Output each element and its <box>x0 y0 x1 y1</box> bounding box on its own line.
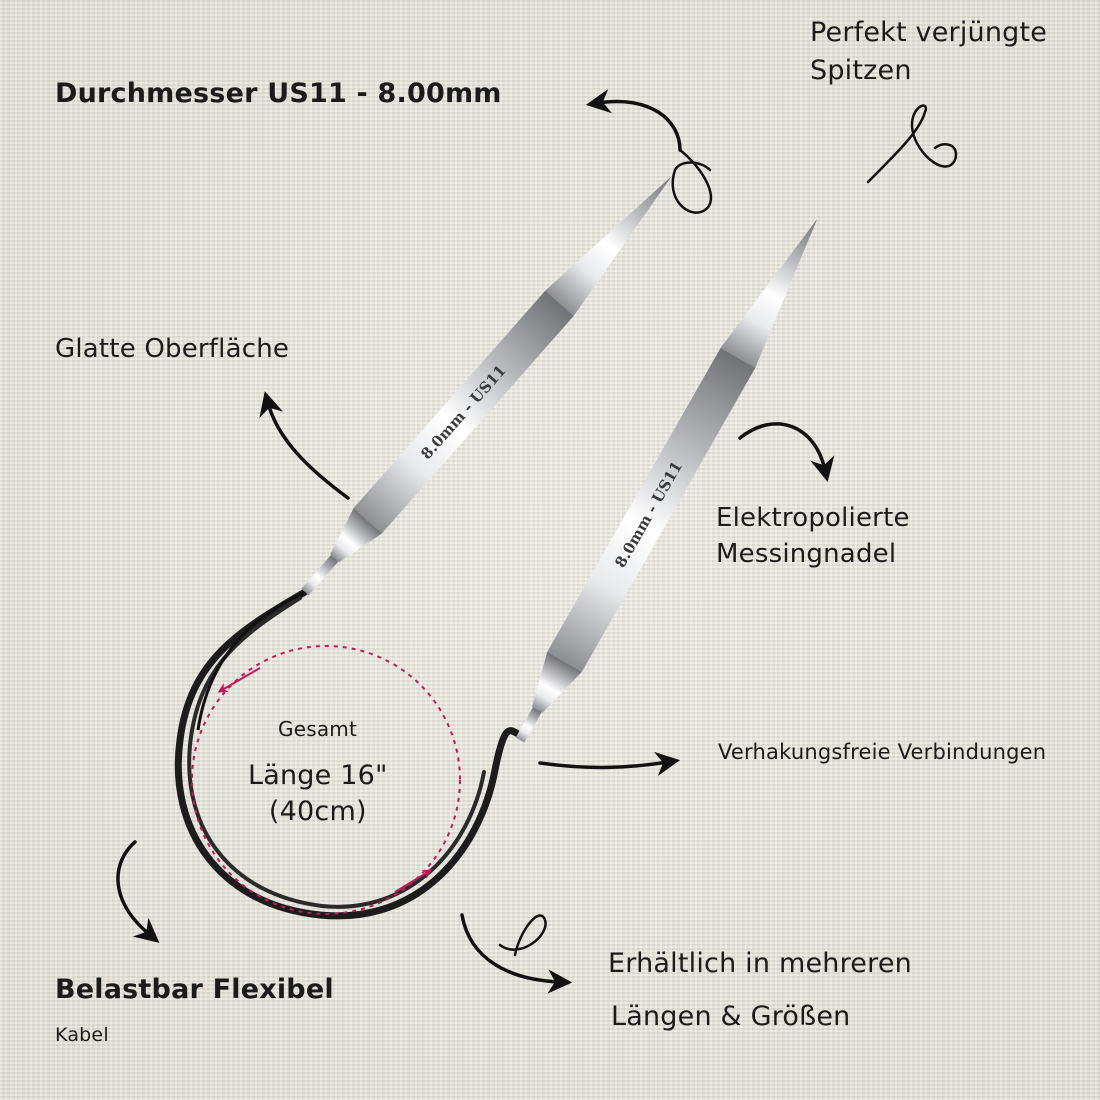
length-label: Länge 16" (40cm) <box>248 758 388 830</box>
cable-label: Kabel <box>55 1024 109 1046</box>
needle-left-stamp: 8.0mm - US11 <box>417 362 509 463</box>
tips-label-line2: Spitzen <box>810 55 912 86</box>
available-label: Erhältlich in mehreren <box>608 948 912 979</box>
tips-label: Perfekt verjüngte Spitzen <box>810 14 1047 90</box>
brass-label-line2: Messingnadel <box>716 539 897 569</box>
arrow-diameter <box>585 89 682 152</box>
arrow-brass <box>738 422 835 482</box>
sizes-label: Längen & Größen <box>611 1001 851 1032</box>
arrow-diameter-loop <box>671 148 713 214</box>
brass-label: Elektropolierte Messingnadel <box>716 500 910 572</box>
arrow-available-loop <box>498 914 547 957</box>
joins-label: Verhakungsfreie Verbindungen <box>718 740 1047 764</box>
brass-label-line1: Elektropolierte <box>716 503 910 533</box>
surface-label: Glatte Oberfläche <box>55 334 290 364</box>
cable <box>174 588 524 920</box>
length-label-line1: Länge 16" <box>248 760 388 791</box>
diameter-label: Durchmesser US11 - 8.00mm <box>55 78 502 109</box>
arrow-tips <box>866 104 958 184</box>
arrow-surface <box>259 391 350 500</box>
arrow-joins <box>538 751 681 777</box>
arrow-flexible <box>116 840 160 943</box>
arrow-available <box>460 913 573 994</box>
length-circle <box>191 645 461 915</box>
total-label: Gesamt <box>278 717 358 741</box>
length-label-line2: (40cm) <box>268 796 367 827</box>
tips-label-line1: Perfekt verjüngte <box>810 17 1048 48</box>
flexible-label: Belastbar Flexibel <box>55 974 334 1005</box>
